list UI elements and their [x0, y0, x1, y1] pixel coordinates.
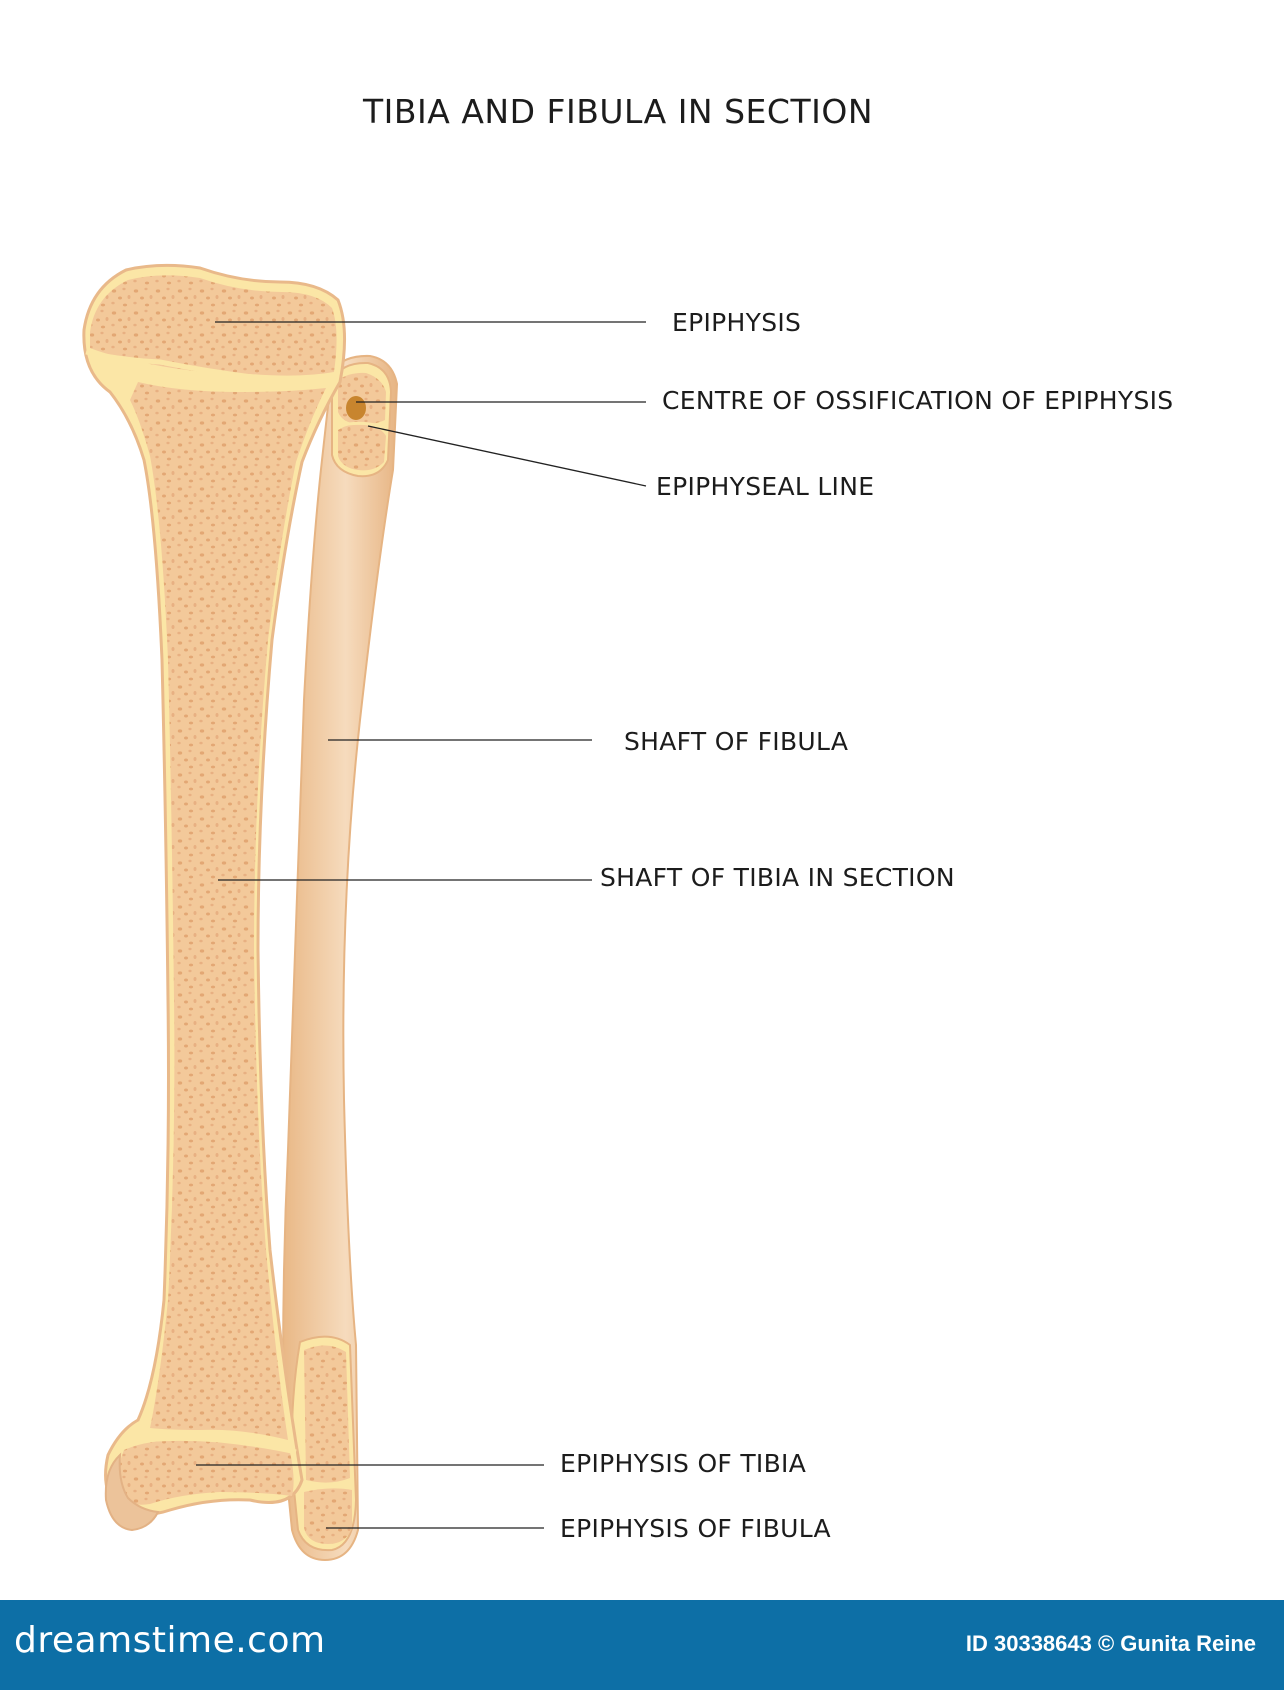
brand-logo: dreamstime.com: [14, 1620, 326, 1661]
fibula-shaft: [282, 354, 399, 1562]
bone-illustration: [82, 263, 647, 1562]
label-shaft-of-tibia: SHAFT OF TIBIA IN SECTION: [600, 863, 955, 892]
label-epiphyseal-line: EPIPHYSEAL LINE: [656, 472, 875, 501]
label-epiphysis-of-fibula: EPIPHYSIS OF FIBULA: [560, 1514, 831, 1543]
diagram-title: TIBIA AND FIBULA IN SECTION: [363, 92, 873, 131]
tibia-upper-epiphysis: [90, 275, 337, 376]
tibia-lower-epiphysis: [118, 1439, 294, 1505]
label-shaft-of-fibula: SHAFT OF FIBULA: [624, 727, 849, 756]
label-epiphysis: EPIPHYSIS: [672, 308, 802, 337]
footer-bar: dreamstime.com ID 30338643 © Gunita Rein…: [0, 1600, 1284, 1690]
leader-epiphyseal-line: [367, 425, 647, 487]
tibia-epiphyseal-line: [85, 349, 337, 383]
ossification-centre: [346, 396, 366, 420]
tibia-shaft: [130, 382, 326, 1440]
image-credit: ID 30338643 © Gunita Reine: [965, 1631, 1256, 1656]
label-centre-of-ossification: CENTRE OF OSSIFICATION OF EPIPHYSIS: [662, 386, 1174, 415]
label-epiphysis-of-tibia: EPIPHYSIS OF TIBIA: [560, 1449, 807, 1478]
